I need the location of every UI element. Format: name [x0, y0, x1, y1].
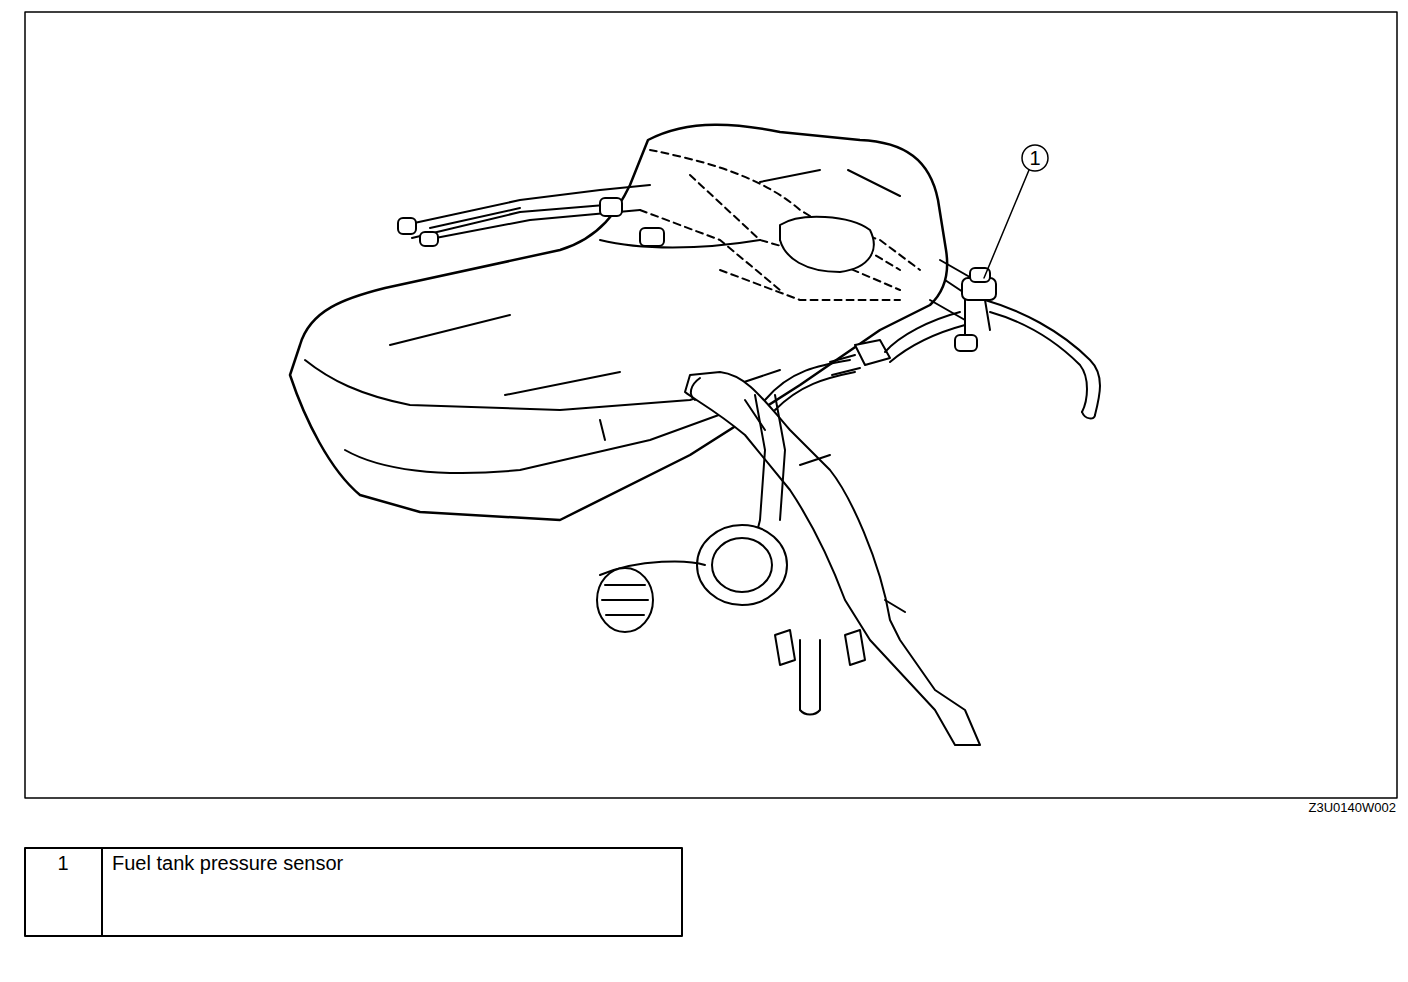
- table-divider: [101, 848, 103, 936]
- callout-circle: [1022, 145, 1048, 171]
- figure-code: Z3U0140W002: [1309, 801, 1396, 815]
- legend-table: [25, 848, 682, 936]
- callout-number: 1: [1029, 147, 1040, 169]
- figure-frame: [25, 12, 1397, 798]
- table-cell: Fuel tank pressure sensor: [112, 852, 343, 874]
- leader-line: [984, 170, 1029, 278]
- fuel-tank: [290, 125, 947, 520]
- table-cell: 1: [57, 852, 68, 874]
